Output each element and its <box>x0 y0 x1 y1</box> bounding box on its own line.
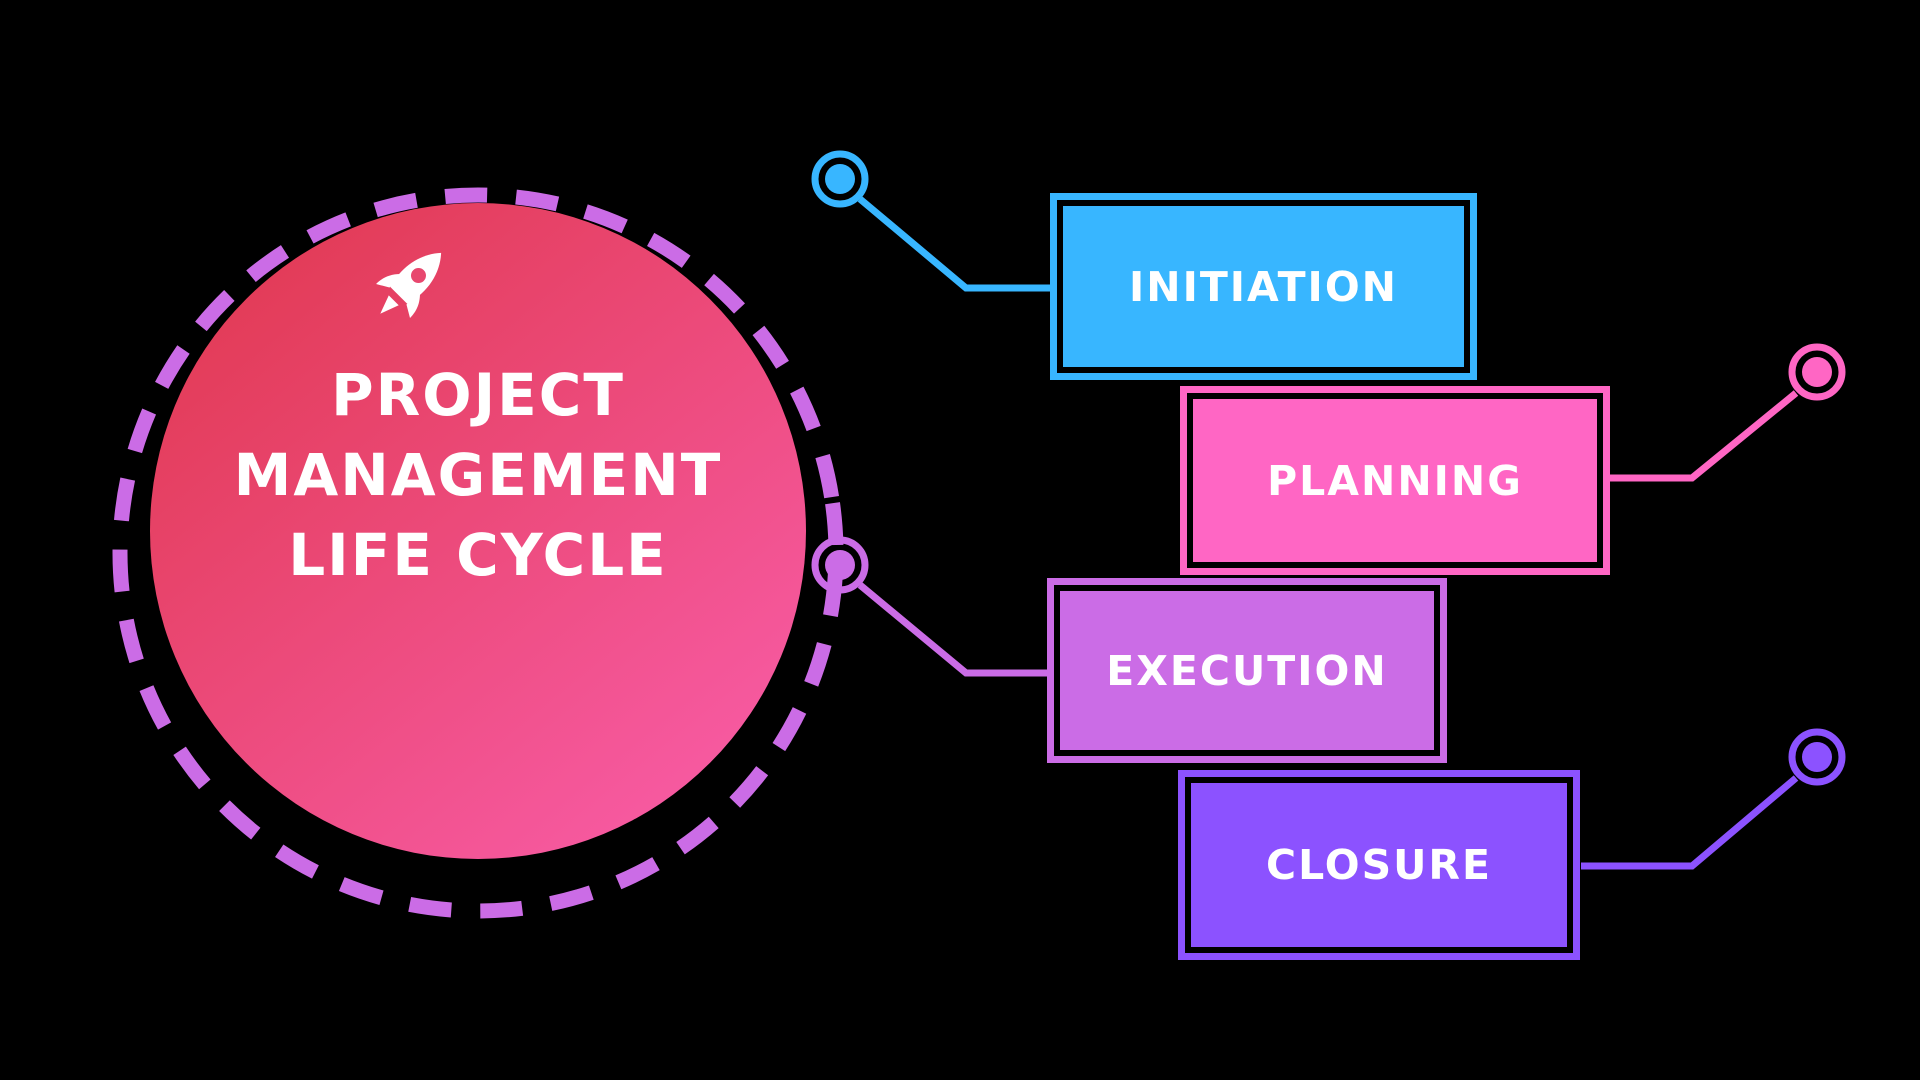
connector-closure <box>1581 728 1846 870</box>
stage-label-initiation: INITIATION <box>1129 262 1398 311</box>
stage-label-closure: CLOSURE <box>1265 841 1492 889</box>
connector-execution <box>811 536 1047 677</box>
title-line-2: MANAGEMENT <box>233 441 723 509</box>
stage-box-initiation-fill: INITIATION <box>1063 206 1464 367</box>
stage-box-planning-fill: PLANNING <box>1193 399 1597 562</box>
node-dot-icon <box>1788 343 1846 401</box>
stage-box-initiation: INITIATION <box>1050 193 1477 380</box>
rocket-window <box>410 268 426 284</box>
title-line-1: PROJECT <box>331 361 625 429</box>
rocket-icon <box>376 252 442 318</box>
center-title: PROJECT MANAGEMENT LIFE CYCLE <box>178 355 778 595</box>
title-line-3: LIFE CYCLE <box>288 521 668 589</box>
node-dot-icon <box>1788 728 1846 786</box>
stage-box-closure: CLOSURE <box>1178 770 1580 960</box>
center-circle <box>150 203 806 859</box>
node-dot-icon <box>811 150 869 208</box>
stage-box-planning: PLANNING <box>1180 386 1610 575</box>
stage-label-planning: PLANNING <box>1267 456 1523 505</box>
node-dot-icon <box>811 536 869 594</box>
connector-initiation <box>811 150 1050 292</box>
stage-box-closure-fill: CLOSURE <box>1191 783 1567 947</box>
connector-planning <box>1610 343 1846 482</box>
stage-box-execution: EXECUTION <box>1047 578 1447 763</box>
stage-box-execution-fill: EXECUTION <box>1060 591 1434 750</box>
stage-label-execution: EXECUTION <box>1106 646 1388 695</box>
dashed-ring <box>112 187 844 919</box>
